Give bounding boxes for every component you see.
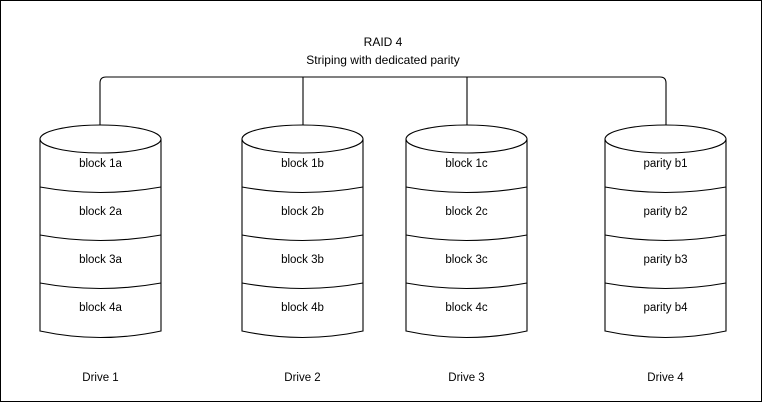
segment-divider	[405, 234, 528, 242]
block-label: block 2a	[79, 206, 122, 218]
diagram-subtitle: Striping with dedicated parity	[306, 53, 459, 67]
drive-caption: Drive 3	[448, 372, 484, 384]
diagram-title: RAID 4	[364, 35, 403, 49]
segment-divider	[39, 186, 162, 194]
block-label: block 4b	[281, 302, 324, 314]
block-label: block 1c	[445, 158, 487, 170]
cylinder-top-ellipse	[604, 124, 727, 154]
segment-divider	[241, 234, 364, 242]
block-label: block 2b	[281, 206, 324, 218]
cylinder-top-ellipse	[39, 124, 162, 154]
drive-4: parity b1 parity b2 parity b3 parity b4 Driv…	[604, 124, 727, 384]
cylinder-body	[604, 138, 727, 339]
drive-3: block 1c block 2c block 3c block 4c Drive 3	[405, 124, 528, 384]
block-label: block 3c	[445, 254, 487, 266]
cylinder-body	[405, 138, 528, 339]
block-label: parity b3	[643, 254, 687, 266]
drive-caption: Drive 4	[647, 372, 684, 384]
block-label: block 4a	[79, 302, 122, 314]
segment-divider	[241, 282, 364, 290]
block-label: parity b1	[643, 158, 687, 170]
segment-divider	[405, 282, 528, 290]
segment-divider	[39, 282, 162, 290]
block-label: block 2c	[445, 206, 487, 218]
block-label: block 1a	[79, 158, 122, 170]
drive-1: block 1a block 2a block 3a block 4a Drive 1	[39, 124, 162, 384]
cylinder-top-ellipse	[405, 124, 528, 154]
block-label: parity b4	[643, 302, 688, 314]
cylinder-body	[39, 138, 162, 339]
block-label: block 3b	[281, 254, 324, 266]
segment-divider	[604, 282, 727, 290]
drive-caption: Drive 2	[284, 372, 320, 384]
block-label: block 1b	[281, 158, 324, 170]
segment-divider	[405, 186, 528, 194]
drive-caption: Drive 1	[82, 372, 118, 384]
cylinder-body	[241, 138, 364, 339]
cylinder-top-ellipse	[241, 124, 364, 154]
segment-divider	[39, 234, 162, 242]
controller-bus	[99, 76, 667, 125]
segment-divider	[604, 234, 727, 242]
block-label: block 3a	[79, 254, 122, 266]
bus-rail	[99, 76, 667, 125]
block-label: block 4c	[445, 302, 487, 314]
segment-divider	[604, 186, 727, 194]
block-label: parity b2	[643, 206, 687, 218]
segment-divider	[241, 186, 364, 194]
drive-2: block 1b block 2b block 3b block 4b Drive 2	[241, 124, 364, 384]
